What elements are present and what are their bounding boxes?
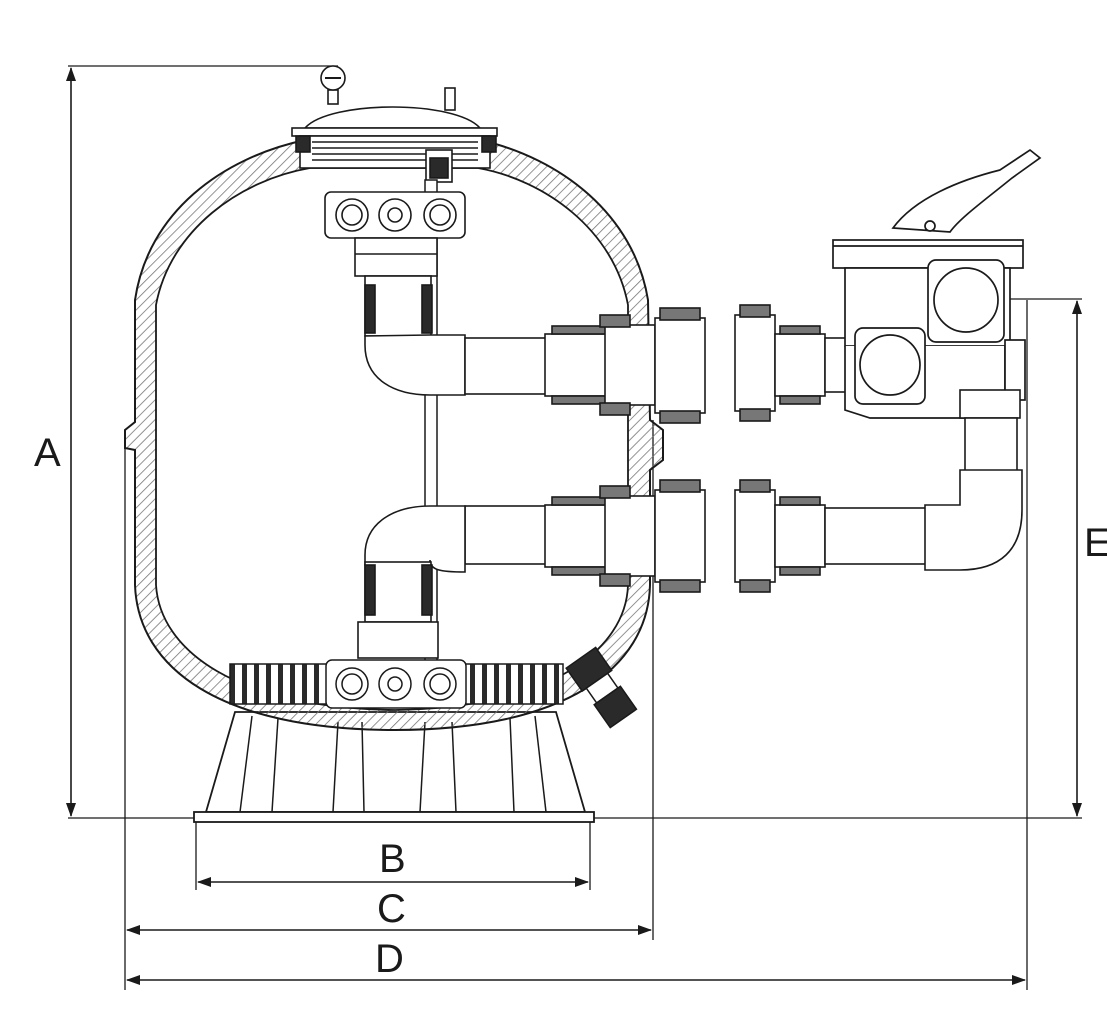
dimension-e-label: E [1084,521,1107,565]
filter-base [193,711,595,823]
filter-tank [124,139,664,732]
upper-union-valve-side [734,304,861,422]
dimension-a-label: A [34,431,61,475]
dimension-b-label: B [379,837,406,881]
lower-union-tank-side [544,479,706,593]
tank-lid [291,87,498,183]
drain-plug [565,646,638,729]
bottom-laterals [229,659,564,709]
lower-union-valve-side [734,479,931,593]
multiport-valve [832,148,1042,419]
dimension-c-label: C [377,887,406,931]
top-distributor [324,191,466,277]
upper-union-tank-side [544,307,706,424]
dimension-d-label: D [375,937,404,981]
upper-internal-pipe [364,275,556,396]
lower-internal-pipe [357,505,556,659]
dimension-arrows [66,67,1082,985]
valve-outlet-pipe [924,389,1023,571]
pressure-gauge [320,65,346,105]
